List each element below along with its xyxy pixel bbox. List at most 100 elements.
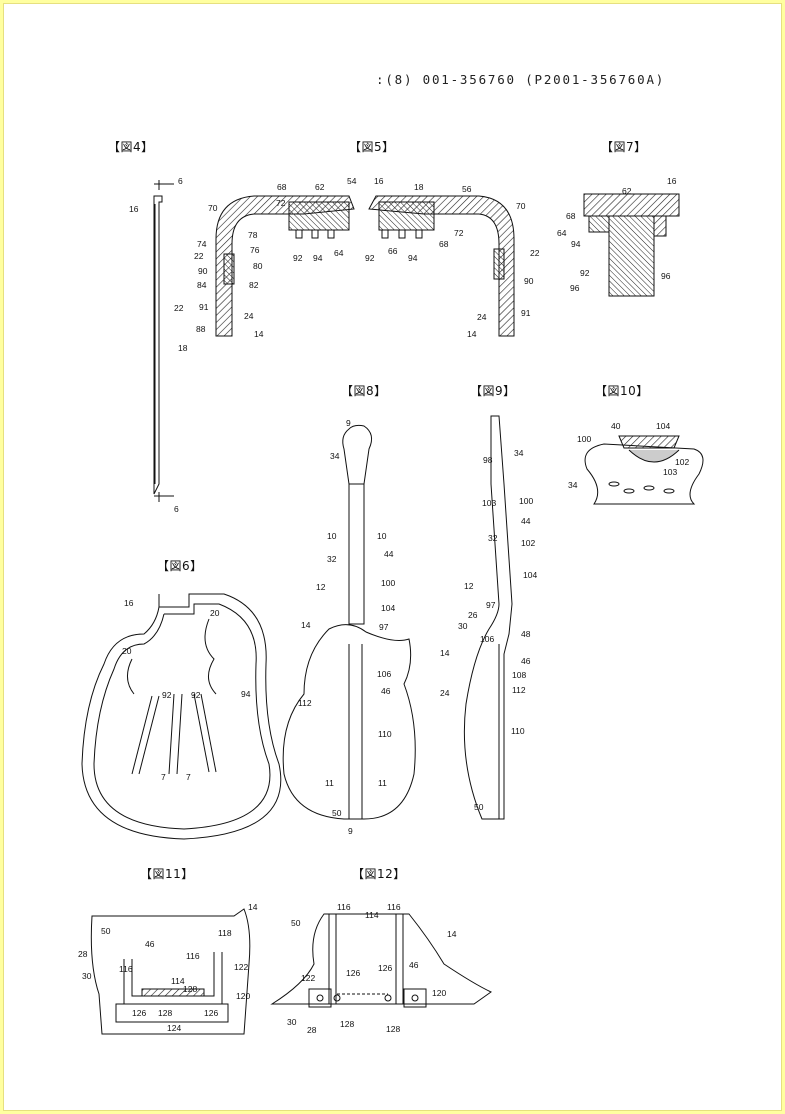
fig9-ref-103: 103	[482, 498, 496, 508]
fig5-ref-84: 84	[197, 280, 207, 290]
fig8-ref-34: 34	[330, 451, 340, 461]
fig11-ref-116: 116	[119, 964, 133, 974]
fig5-ref-94: 94	[313, 253, 323, 263]
fig6-ref-20: 20	[122, 646, 132, 656]
fig11-ref-126: 126	[204, 1008, 218, 1018]
fig6-ref-20: 20	[210, 608, 220, 618]
fig5-ref-82: 82	[249, 280, 259, 290]
fig6-ref-92: 92	[191, 690, 201, 700]
fig11-ref-128: 128	[183, 984, 197, 994]
fig5-ref-94: 94	[408, 253, 418, 263]
fig8-ref-10: 10	[327, 531, 337, 541]
fig8-ref-50: 50	[332, 808, 342, 818]
fig4-ref-22: 22	[174, 303, 184, 313]
fig11-ref-120: 120	[236, 991, 250, 1001]
fig8-ref-104: 104	[381, 603, 395, 613]
fig11-ref-28: 28	[78, 949, 88, 959]
fig12-ref-122: 122	[301, 973, 315, 983]
figure-12-drawing	[272, 914, 491, 1007]
figure-4-drawing	[154, 180, 174, 502]
fig5-ref-66: 66	[388, 246, 398, 256]
reference-numeral-layer: 6162218668625416185670707872742276808290…	[78, 176, 689, 1035]
fig4-ref-6: 6	[178, 176, 183, 186]
fig10-ref-102: 102	[675, 457, 689, 467]
fig11-ref-124: 124	[167, 1023, 181, 1033]
fig8-ref-106: 106	[377, 669, 391, 679]
fig12-ref-128: 128	[386, 1024, 400, 1034]
fig5-ref-76: 76	[250, 245, 260, 255]
fig7-ref-94: 94	[571, 239, 581, 249]
fig10-ref-103: 103	[663, 467, 677, 477]
fig7-ref-92: 92	[580, 268, 590, 278]
fig8-ref-12: 12	[316, 582, 326, 592]
fig5-ref-22: 22	[530, 248, 540, 258]
fig8-ref-14: 14	[301, 620, 311, 630]
fig4-ref-18: 18	[178, 343, 188, 353]
fig9-ref-104: 104	[523, 570, 537, 580]
fig5-ref-70: 70	[208, 203, 218, 213]
fig8-ref-112: 112	[298, 698, 312, 708]
fig5-ref-92: 92	[365, 253, 375, 263]
fig5-ref-18: 18	[414, 182, 424, 192]
fig11-ref-46: 46	[145, 939, 155, 949]
fig9-ref-50: 50	[474, 802, 484, 812]
fig7-ref-16: 16	[667, 176, 677, 186]
fig9-ref-46: 46	[521, 656, 531, 666]
fig7-ref-68: 68	[566, 211, 576, 221]
fig9-ref-34: 34	[514, 448, 524, 458]
fig5-ref-64: 64	[334, 248, 344, 258]
fig8-ref-100: 100	[381, 578, 395, 588]
fig4-ref-6: 6	[174, 504, 179, 514]
fig11-ref-30: 30	[82, 971, 92, 981]
fig5-ref-72: 72	[276, 198, 286, 208]
fig11-ref-128: 128	[158, 1008, 172, 1018]
fig9-ref-48: 48	[521, 629, 531, 639]
fig12-ref-30: 30	[287, 1017, 297, 1027]
fig9-ref-108: 108	[512, 670, 526, 680]
fig10-ref-40: 40	[611, 421, 621, 431]
fig9-ref-24: 24	[440, 688, 450, 698]
fig5-ref-22: 22	[194, 251, 204, 261]
fig9-ref-12: 12	[464, 581, 474, 591]
fig10-ref-34: 34	[568, 480, 578, 490]
fig9-ref-102: 102	[521, 538, 535, 548]
fig6-ref-7: 7	[186, 772, 191, 782]
fig11-ref-116: 116	[186, 951, 200, 961]
fig9-ref-112: 112	[512, 685, 526, 695]
fig8-ref-110: 110	[378, 729, 392, 739]
fig5-ref-24: 24	[477, 312, 487, 322]
fig5-ref-68: 68	[439, 239, 449, 249]
fig5-ref-74: 74	[197, 239, 207, 249]
fig5-ref-70: 70	[516, 201, 526, 211]
fig12-ref-46: 46	[409, 960, 419, 970]
fig5-ref-90: 90	[198, 266, 208, 276]
fig12-ref-28: 28	[307, 1025, 317, 1035]
fig11-ref-14: 14	[248, 902, 258, 912]
fig5-ref-68: 68	[277, 182, 287, 192]
fig12-ref-14: 14	[447, 929, 457, 939]
fig5-ref-80: 80	[253, 261, 263, 271]
fig5-ref-54: 54	[347, 176, 357, 186]
patent-drawings: 6162218668625416185670707872742276808290…	[4, 4, 782, 1111]
fig7-ref-96: 96	[661, 271, 671, 281]
fig9-ref-26: 26	[468, 610, 478, 620]
fig8-ref-44: 44	[384, 549, 394, 559]
fig9-ref-14: 14	[440, 648, 450, 658]
fig8-ref-32: 32	[327, 554, 337, 564]
fig12-ref-126: 126	[378, 963, 392, 973]
fig11-ref-118: 118	[218, 928, 232, 938]
fig9-ref-97: 97	[486, 600, 496, 610]
fig9-ref-98: 98	[483, 455, 493, 465]
fig8-ref-9: 9	[346, 418, 351, 428]
fig12-ref-50: 50	[291, 918, 301, 928]
fig5-ref-16: 16	[374, 176, 384, 186]
fig12-ref-116: 116	[387, 902, 401, 912]
fig9-ref-110: 110	[511, 726, 525, 736]
fig11-ref-122: 122	[234, 962, 248, 972]
fig9-ref-32: 32	[488, 533, 498, 543]
fig5-ref-56: 56	[462, 184, 472, 194]
fig8-ref-97: 97	[379, 622, 389, 632]
fig5-ref-72: 72	[454, 228, 464, 238]
fig8-ref-10: 10	[377, 531, 387, 541]
fig9-ref-30: 30	[458, 621, 468, 631]
